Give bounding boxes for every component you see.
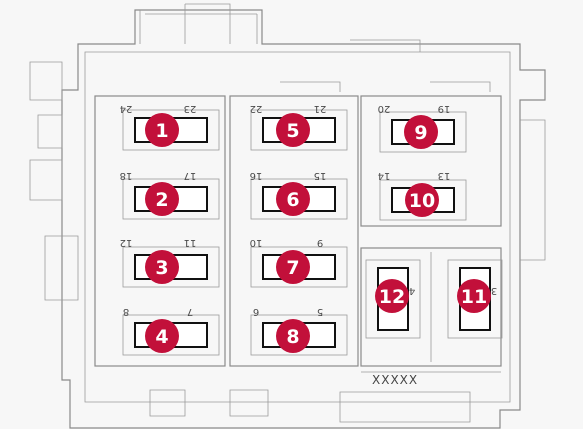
- fuse-socket: [250, 109, 348, 151]
- pin-number: 13: [438, 170, 451, 181]
- fuse-number: 12: [379, 286, 405, 308]
- pin-number: 16: [250, 170, 263, 181]
- fuse-number-badge: [145, 113, 179, 147]
- fuse-socket: [365, 259, 421, 339]
- fuse-slot-3: 12 11 3: [120, 237, 220, 288]
- fuse-slot-6: 16 15 6: [250, 170, 348, 220]
- pin-number: 10: [250, 237, 263, 248]
- pin-number: 21: [314, 103, 327, 114]
- fuse-number: 11: [461, 286, 487, 308]
- fuse-socket: [379, 111, 467, 153]
- fuse-socket: [122, 109, 220, 151]
- fuse-slot-8: 6 5 8: [250, 306, 348, 356]
- pin-number: 14: [378, 170, 391, 181]
- pin-number: 17: [184, 170, 197, 181]
- fuse-number-badge: [405, 183, 439, 217]
- fuse-socket: [122, 178, 220, 220]
- pin-number: 19: [438, 103, 451, 114]
- housing-outline: [29, 3, 546, 429]
- pin-number: 23: [184, 103, 197, 114]
- fuse-socket: [250, 178, 348, 220]
- fuse-number-badge: [276, 113, 310, 147]
- fuse-number-badge: [404, 115, 438, 149]
- fuse-number-badge: [375, 279, 409, 313]
- fuse-number: 8: [286, 326, 299, 348]
- pin-number: 11: [184, 237, 197, 248]
- fuse-number: 3: [155, 257, 168, 279]
- fuse-number-badge: [457, 279, 491, 313]
- fuse-slot-11: 3 11: [447, 259, 503, 339]
- pin-number: 5: [317, 306, 323, 317]
- fuse-slot-7: 10 9 7: [250, 237, 348, 288]
- pin-number: 9: [317, 237, 323, 248]
- fuse-slot-4: 8 7 4: [122, 306, 220, 356]
- pin-number: 6: [253, 306, 259, 317]
- pin-number: 3: [491, 285, 497, 296]
- fuse-number-badge: [145, 319, 179, 353]
- fuse-slot-9: 20 19 9: [378, 103, 467, 153]
- fuse-number: 5: [286, 120, 299, 142]
- fuse-number-badge: [145, 182, 179, 216]
- pin-number: 4: [409, 285, 415, 296]
- fuse-number: 10: [409, 190, 435, 212]
- fuse-number: 7: [286, 257, 299, 279]
- fuse-slot-2: 18 17 2: [120, 170, 220, 220]
- fuse-socket: [250, 314, 348, 356]
- pin-number: 7: [187, 306, 193, 317]
- fuse-slot-12: 4 12: [365, 259, 421, 339]
- pin-number: 18: [120, 170, 133, 181]
- pin-number: 20: [378, 103, 391, 114]
- fuse-number: 9: [414, 122, 427, 144]
- fuse-number-badge: [276, 319, 310, 353]
- fuse-number-badge: [145, 250, 179, 284]
- fuse-number: 6: [286, 189, 299, 211]
- fuse-number-badge: [276, 250, 310, 284]
- pin-number: 22: [250, 103, 263, 114]
- fuse-number-badge: [276, 182, 310, 216]
- fuse-layer: 24 23 1 18 17 2 12 11 3 8 7 4 22 21 5 16 15 6 10 9 7 6 5 8 20 19 9…: [120, 103, 503, 356]
- fuse-socket: [250, 246, 348, 288]
- pin-number: 12: [120, 237, 133, 248]
- fuse-socket: [447, 259, 503, 339]
- fuse-socket: [379, 179, 467, 221]
- fuse-number: 2: [155, 189, 168, 211]
- fuse-socket: [122, 314, 220, 356]
- part-code-label: XXXXX: [372, 373, 418, 387]
- fuse-socket: [122, 246, 220, 288]
- fuse-block-frames: [94, 95, 502, 373]
- fuse-slot-5: 22 21 5: [250, 103, 348, 151]
- pin-number: 24: [120, 103, 133, 114]
- pin-number: 15: [314, 170, 327, 181]
- pin-number: 8: [123, 306, 129, 317]
- fuse-number: 1: [155, 120, 168, 142]
- fuse-slot-1: 24 23 1: [120, 103, 220, 151]
- fuse-number: 4: [155, 326, 168, 348]
